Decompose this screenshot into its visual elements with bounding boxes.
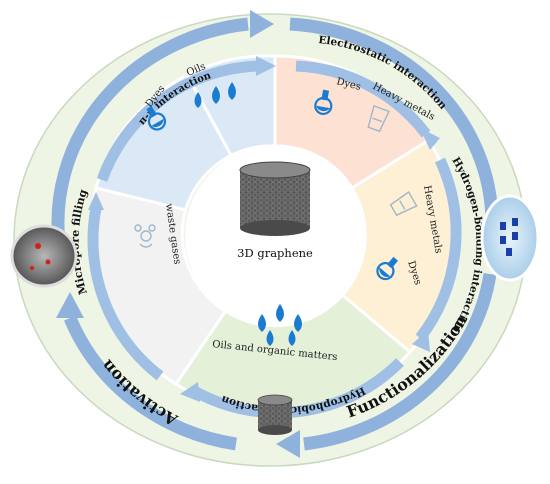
heavy-metal-beaker-icon-2 [389,191,418,217]
bottom-graphene-cylinder [257,394,293,435]
sem-image [10,224,78,288]
droplets-icon [194,82,236,108]
flask-icon-2 [376,256,399,281]
functionalized-graphene [480,194,540,282]
gas-icon [134,224,156,248]
center-title: 3D graphene [237,246,313,260]
inner-arrowheads [88,56,440,402]
flask-icon [314,89,333,116]
droplets-icon-2 [258,304,302,346]
heavy-metal-beaker-icon [367,104,390,133]
graphene-cylinder [239,161,311,236]
outer-cycle-arrows [51,17,499,451]
beaker-icon [146,106,167,131]
inner-arrows [87,60,462,419]
